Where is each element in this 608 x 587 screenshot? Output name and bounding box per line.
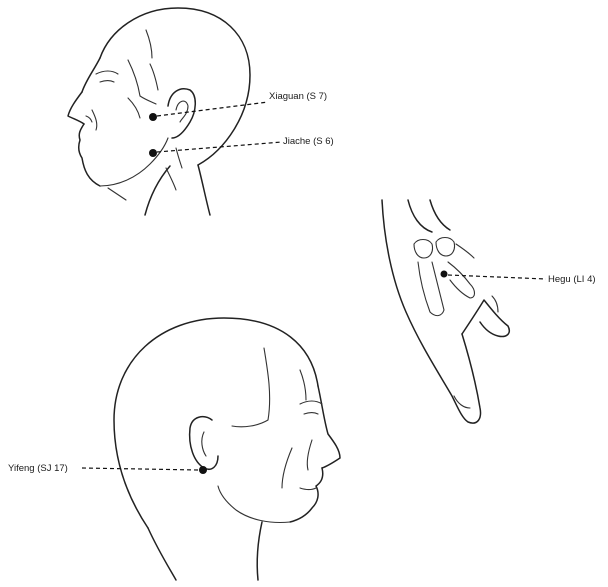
point-jiache: Jiache (S 6) bbox=[149, 136, 334, 157]
hegu-label: Hegu (LI 4) bbox=[548, 274, 596, 285]
jiache-label: Jiache (S 6) bbox=[283, 136, 334, 147]
point-yifeng: Yifeng (SJ 17) bbox=[8, 463, 207, 474]
xiaguan-dot bbox=[149, 113, 157, 121]
xiaguan-leader bbox=[157, 102, 268, 116]
point-xiaguan: Xiaguan (S 7) bbox=[149, 91, 327, 121]
hand-drawing bbox=[382, 200, 509, 423]
yifeng-dot bbox=[199, 466, 207, 474]
hegu-leader bbox=[448, 275, 546, 279]
head-profile-right bbox=[114, 318, 340, 580]
jiache-leader bbox=[157, 142, 282, 152]
jiache-dot bbox=[149, 149, 157, 157]
yifeng-leader bbox=[82, 468, 199, 470]
yifeng-label: Yifeng (SJ 17) bbox=[8, 463, 68, 474]
xiaguan-label: Xiaguan (S 7) bbox=[269, 91, 327, 102]
point-hegu: Hegu (LI 4) bbox=[441, 271, 596, 286]
head-profile-left bbox=[68, 8, 250, 215]
hegu-dot bbox=[441, 271, 448, 278]
